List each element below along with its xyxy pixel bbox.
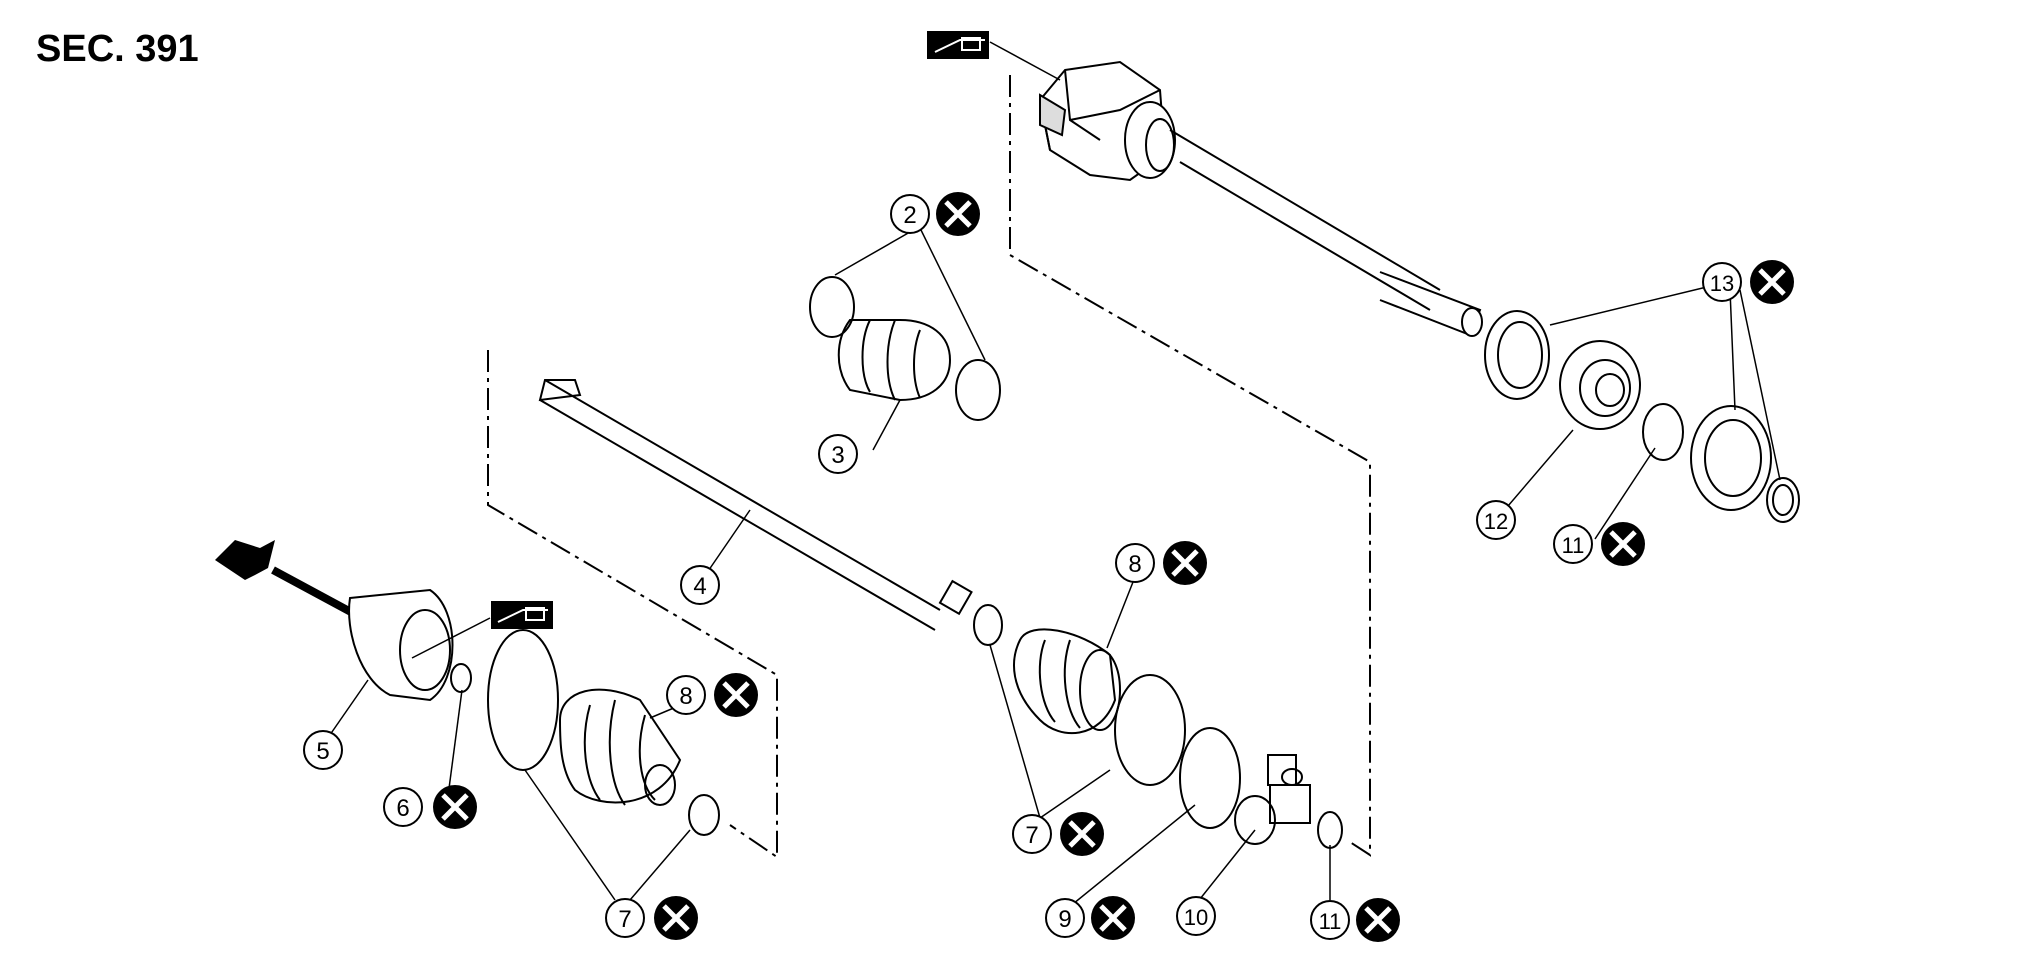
leader-lines xyxy=(324,41,1781,909)
front-arrow-icon xyxy=(215,540,275,580)
snap-ring-11-lower xyxy=(1317,811,1343,849)
callout-4: 4 xyxy=(680,565,720,605)
assembly-outline-upper xyxy=(1009,75,1371,857)
bearing-12 xyxy=(1559,340,1641,430)
callout-7-lower-left-label: 7 xyxy=(618,906,631,933)
band-7-small-left xyxy=(688,794,720,836)
snap-ring-9 xyxy=(1179,727,1241,829)
inboard-joint-shaft-assembly xyxy=(1038,60,1483,337)
callout-3: 3 xyxy=(818,434,858,474)
callout-9: 9 xyxy=(1045,896,1135,940)
assembly-outline-lower xyxy=(487,350,778,859)
shaft-4 xyxy=(538,379,973,631)
band-7-large-right xyxy=(1114,674,1186,786)
callout-6-label: 6 xyxy=(396,795,409,822)
callout-2-label: 2 xyxy=(903,202,916,229)
callout-7-lower-left: 7 xyxy=(605,896,698,940)
outer-joint-5 xyxy=(271,566,454,702)
callout-9-label: 9 xyxy=(1058,906,1071,933)
callout-8-left-label: 8 xyxy=(679,683,692,710)
band-7-large-left xyxy=(487,629,559,771)
callout-11-lower: 11 xyxy=(1310,898,1400,942)
boot-3 xyxy=(809,276,1001,421)
grease-gun-icon xyxy=(927,31,989,59)
callout-7-lower-right-label: 7 xyxy=(1025,822,1038,849)
callout-12-label: 12 xyxy=(1484,509,1508,534)
callout-8-right-label: 8 xyxy=(1128,551,1141,578)
callout-11-lower-label: 11 xyxy=(1319,909,1342,934)
callout-6: 6 xyxy=(383,785,477,829)
callout-2: 2 xyxy=(890,192,980,236)
snap-ring-11-upper xyxy=(1642,403,1684,461)
callout-4-label: 4 xyxy=(693,573,706,600)
callout-8-left: 8 xyxy=(666,673,758,717)
band-7-small-right xyxy=(973,604,1003,646)
callout-3-label: 3 xyxy=(831,442,844,469)
boot-8-upper xyxy=(1013,628,1121,734)
callout-5-label: 5 xyxy=(316,738,329,765)
seal-13-right xyxy=(1690,405,1800,523)
callout-13-label: 13 xyxy=(1710,271,1734,296)
boot-8-lower xyxy=(558,688,682,806)
callout-12: 12 xyxy=(1476,500,1516,540)
callout-10: 10 xyxy=(1176,896,1216,936)
spider-assembly-10 xyxy=(1234,754,1311,845)
seal-13-left xyxy=(1484,310,1550,400)
small-ring-6 xyxy=(450,663,472,693)
grease-gun-icon xyxy=(491,601,553,629)
callout-11-upper-label: 11 xyxy=(1562,533,1585,558)
callout-11-upper: 11 xyxy=(1553,522,1645,566)
callout-13: 13 xyxy=(1702,260,1794,304)
callout-5: 5 xyxy=(303,730,343,770)
callout-7-lower-right: 7 xyxy=(1012,812,1104,856)
callout-8-right: 8 xyxy=(1115,541,1207,585)
callout-10-label: 10 xyxy=(1184,905,1208,930)
section-label: SEC. 391 xyxy=(36,28,199,70)
